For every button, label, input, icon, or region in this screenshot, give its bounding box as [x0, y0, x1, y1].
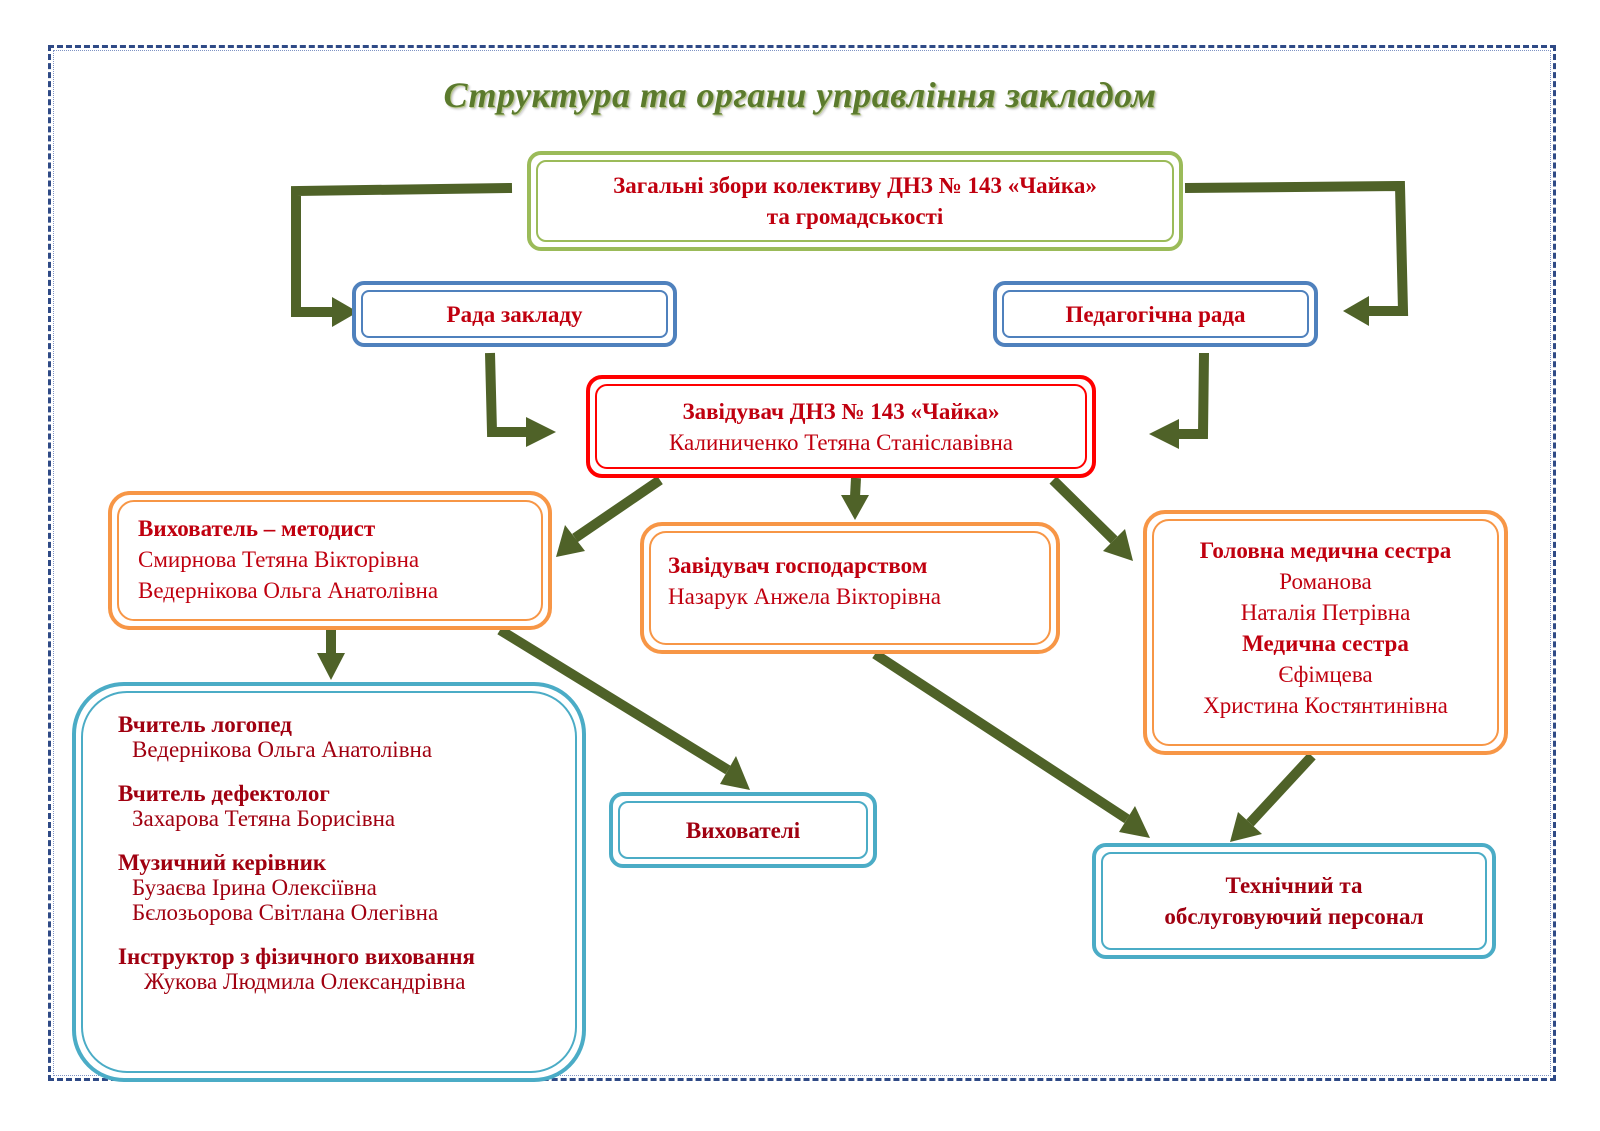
node-council-inner-border: [361, 290, 668, 338]
arrow-pedagogical-to-head: [1177, 352, 1209, 439]
node-methodist-inner-border: [117, 500, 543, 621]
tech-staff-line2: обслуговуючий персонал: [1164, 904, 1424, 929]
medical-name2a: Єфімцева: [1278, 662, 1373, 687]
arrowhead-supply: [841, 495, 869, 520]
specialist-name-physical: Жукова Людмила Олександрівна: [144, 969, 466, 994]
arrow-meeting-to-pedagogical: [1184, 180, 1409, 316]
council-label: Рада закладу: [446, 301, 583, 327]
arrow-supply-to-tech: [872, 649, 1130, 824]
node-supply-head: Завідувач господарством Назарук Анжела В…: [640, 522, 1060, 654]
specialist-name-music-1: Бузаєва Ірина Олексіївна: [132, 875, 377, 900]
node-tech-staff-inner-border: [1101, 852, 1487, 950]
arrow-head-to-supply: [850, 477, 861, 498]
medical-title1: Головна медична сестра: [1199, 538, 1452, 563]
arrow-head-to-methodist: [572, 475, 663, 543]
supply-head-name: Назарук Анжела Вікторівна: [668, 584, 942, 609]
specialist-title-music: Музичний керівник: [118, 850, 327, 875]
arrowhead-specialists: [317, 653, 345, 680]
node-supply-head-inner-border: [649, 531, 1051, 645]
node-medical-inner-border: [1152, 519, 1499, 746]
head-title: Завідувач ДНЗ № 143 «Чайка»: [682, 398, 1000, 424]
educators-label: Вихователі: [685, 817, 801, 843]
supply-head-title: Завідувач господарством: [668, 553, 928, 578]
head-name: Калиниченко Тетяна Станіславівна: [669, 429, 1013, 455]
page-frame: [48, 45, 1556, 1081]
medical-name1a: Романова: [1279, 569, 1372, 594]
arrowhead-council: [332, 297, 358, 327]
specialist-title-defect: Вчитель дефектолог: [118, 781, 330, 806]
methodist-title: Вихователь – методист: [138, 516, 376, 541]
arrowhead-educators: [720, 756, 750, 790]
tech-staff-line1: Технічний та: [1225, 873, 1363, 898]
arrowhead-methodist: [556, 525, 585, 557]
node-specialists: Вчитель логопед Ведернікова Ольга Анатол…: [72, 682, 586, 1082]
general-meeting-line1: Загальні збори колективу ДНЗ № 143 «Чайк…: [613, 173, 1097, 198]
node-general-meeting: Загальні збори колективу ДНЗ № 143 «Чайк…: [527, 151, 1183, 251]
node-head-inner-border: [595, 384, 1087, 469]
node-medical: Головна медична сестра Романова Наталія …: [1143, 510, 1508, 755]
specialist-name-defect: Захарова Тетяна Борисівна: [132, 806, 396, 831]
arrowhead-medical: [1103, 529, 1133, 561]
methodist-name1: Смирнова Тетяна Вікторівна: [138, 547, 420, 572]
arrowhead-pedagogical: [1343, 296, 1369, 326]
medical-name1b: Наталія Петрівна: [1240, 600, 1411, 625]
node-methodist: Вихователь – методист Смирнова Тетяна Ві…: [108, 491, 552, 630]
node-general-meeting-inner-border: [536, 160, 1174, 242]
node-pedagogical-council-inner-border: [1002, 290, 1309, 338]
arrowhead-tech-left: [1119, 806, 1150, 838]
medical-name2b: Христина Костянтинівна: [1203, 693, 1448, 718]
specialist-name-speech: Ведернікова Ольга Анатолівна: [132, 737, 433, 762]
arrowhead-head-left: [526, 417, 556, 447]
specialist-name-music-2: Бєлозьорова Світлана Олегівна: [132, 900, 439, 925]
pedagogical-council-label: Педагогічна рада: [1065, 301, 1246, 327]
node-specialists-inner-border: [81, 691, 577, 1073]
arrowhead-head-right: [1149, 419, 1179, 449]
node-educators: Вихователі: [609, 792, 877, 868]
arrow-council-to-head: [485, 352, 528, 437]
methodist-name2: Ведернікова Ольга Анатолівна: [138, 578, 439, 603]
medical-title2: Медична сестра: [1242, 631, 1409, 656]
arrowhead-tech-right: [1230, 812, 1262, 842]
arrow-methodist-to-educators: [497, 625, 731, 775]
specialist-title-physical: Інструктор з фізичного виховання: [118, 944, 475, 969]
specialist-title-speech: Вчитель логопед: [118, 712, 292, 737]
page-frame-inner: [53, 50, 1551, 1076]
arrow-meeting-to-council: [291, 183, 513, 317]
arrow-medical-to-tech: [1246, 752, 1316, 827]
node-council: Рада закладу: [352, 281, 677, 347]
diagram-title: Структура та органи управління закладом: [443, 75, 1157, 115]
general-meeting-line2: та громадськості: [766, 204, 944, 229]
node-pedagogical-council: Педагогічна рада: [993, 281, 1318, 347]
node-head: Завідувач ДНЗ № 143 «Чайка» Калиниченко …: [586, 375, 1096, 478]
arrow-head-to-medical: [1049, 476, 1118, 544]
node-tech-staff: Технічний та обслуговуючий персонал: [1092, 843, 1496, 959]
node-educators-inner-border: [618, 801, 868, 859]
